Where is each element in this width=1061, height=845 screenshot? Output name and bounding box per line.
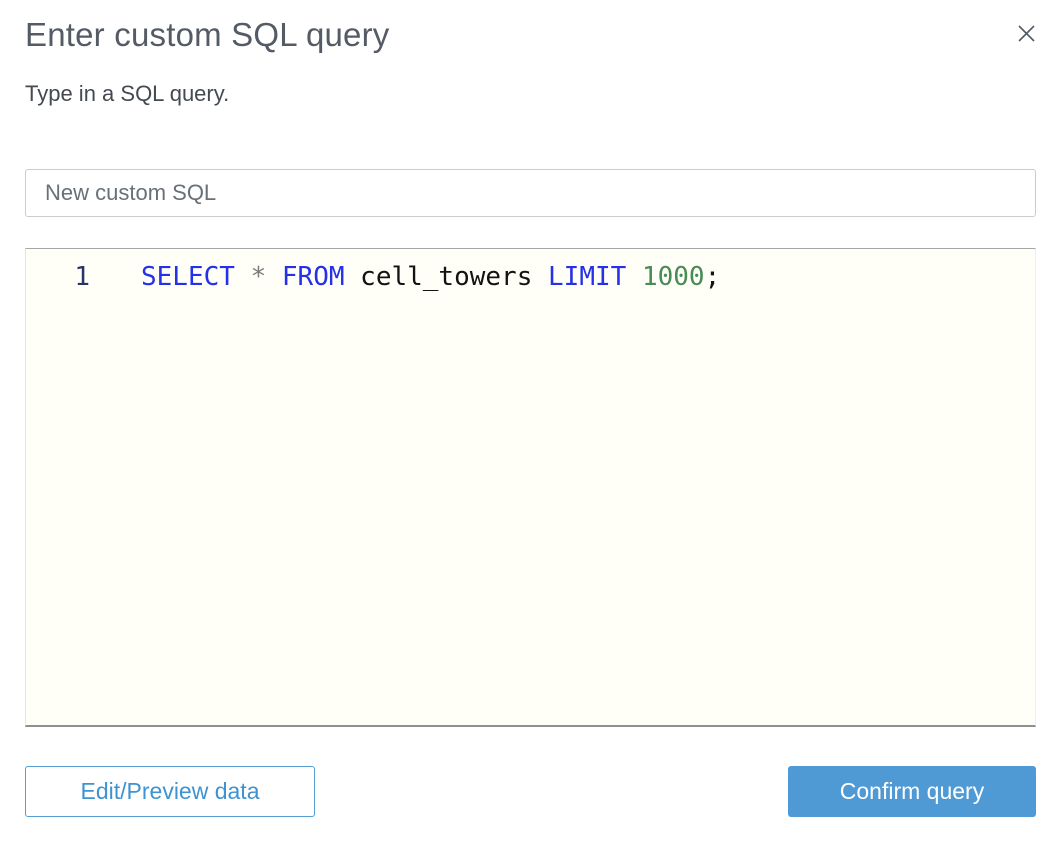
sql-token-keyword: LIMIT (548, 262, 627, 292)
dialog-subtitle: Type in a SQL query. (25, 81, 230, 106)
sql-token-keyword: SELECT (141, 262, 235, 292)
dialog-footer: Edit/Preview data Confirm query (25, 766, 1036, 817)
sql-query-text: SELECT * FROM cell_towers LIMIT 1000; (90, 261, 720, 294)
sql-token-space (626, 262, 642, 292)
dialog-title: Enter custom SQL query (25, 16, 390, 53)
confirm-query-button[interactable]: Confirm query (788, 766, 1036, 817)
line-number: 1 (74, 262, 90, 292)
edit-preview-data-button[interactable]: Edit/Preview data (25, 766, 315, 817)
custom-sql-name-input[interactable] (25, 169, 1036, 217)
sql-token-space (235, 262, 251, 292)
sql-token-space (266, 262, 282, 292)
sql-token-identifier: cell_towers (344, 262, 549, 292)
close-button[interactable] (1011, 20, 1041, 50)
code-line: 1 SELECT * FROM cell_towers LIMIT 1000; (26, 261, 1035, 294)
sql-token-number: 1000 (641, 262, 705, 292)
sql-token-semicolon: ; (704, 262, 721, 292)
sql-editor[interactable]: 1 SELECT * FROM cell_towers LIMIT 1000; (25, 248, 1036, 727)
sql-token-keyword: FROM (281, 262, 345, 292)
close-icon (1015, 22, 1038, 48)
sql-token-operator: * (250, 262, 267, 292)
